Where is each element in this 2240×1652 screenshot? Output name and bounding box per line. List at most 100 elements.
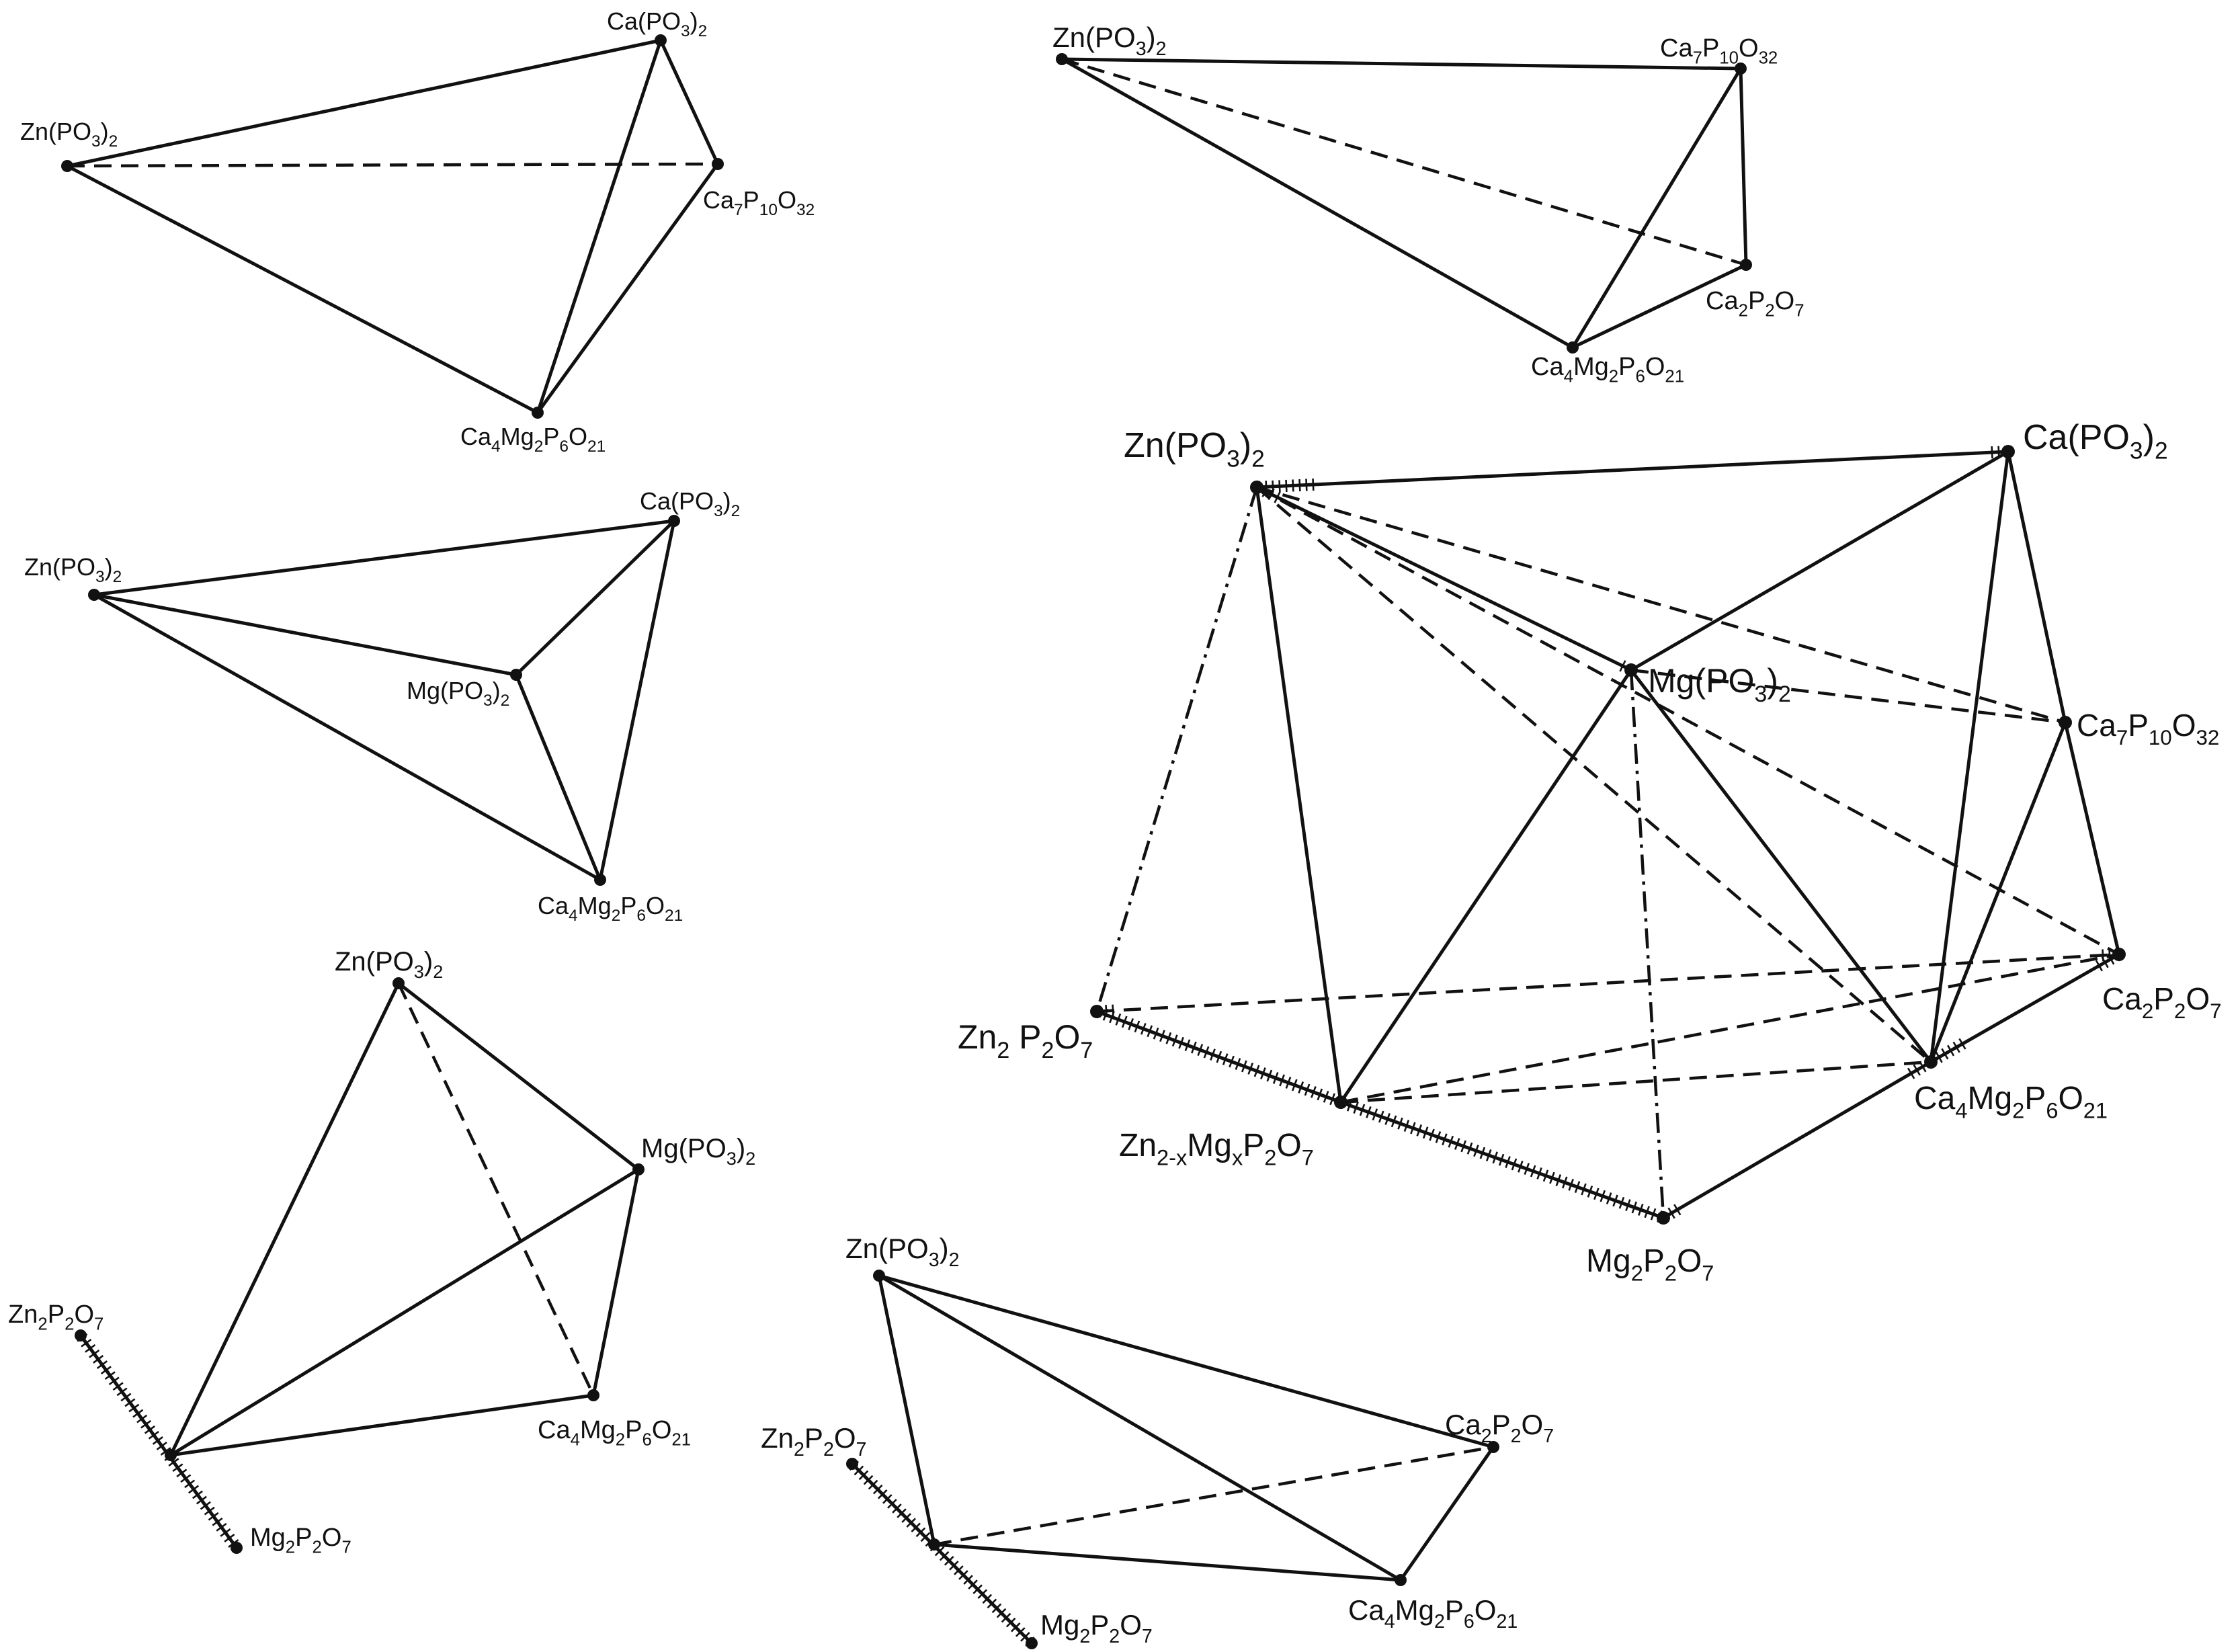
edge-full-phase-diagram-zm-ca4 [1340,1060,1932,1104]
label-full-phase-diagram-zn2: Zn2 P2O7 [958,1018,1093,1063]
hatch-tick-full-ss-1 [1549,1171,1555,1184]
hatch-tick-tetra-zn-ca2-ca4mg2-solidsolution-6 [977,1589,988,1600]
node-tetra-zn-ca-mg-ca4mg2-c [510,669,522,681]
node-tetra-zn-mg-ca4mg2-solidsolution-c [587,1389,599,1401]
node-tetra-zn-ca7-ca2-ca4mg2-b [1735,63,1747,75]
hatch-tick-full-ss-0 [1317,1088,1323,1101]
hatch-tick-full-ss-0 [1178,1036,1184,1049]
edge-full-phase-diagram-ca4-mg2 [1661,1060,1933,1220]
hatch-tick-tetra-zn-mg-ca4mg2-solidsolution-6 [136,1414,148,1423]
node-full-phase-diagram-ca7 [2059,716,2072,729]
hatch-tick-full-ss-1 [1511,1158,1518,1171]
hatch-tick-full-ss-0 [1165,1032,1172,1044]
hatch-tick-tetra-zn-mg-ca4mg2-solidsolution-6 [168,1458,179,1467]
hatch-tick-full-stub-3 [1274,491,1281,503]
hatch-tick-full-ss-0 [1229,1055,1235,1068]
hatch-tick-full-ss-1 [1442,1133,1448,1146]
label-tetra-zn-mg-ca4mg2-solidsolution-c: Ca4Mg2P6O21 [538,1416,691,1450]
hatch-tick-tetra-zn-mg-ca4mg2-solidsolution-6 [204,1506,215,1516]
hatch-tick-full-ss-0 [1241,1060,1247,1073]
hatch-tick-tetra-zn-ca2-ca4mg2-solidsolution-6 [915,1527,926,1538]
hatch-tick-full-ss-1 [1498,1153,1505,1166]
hatch-tick-full-stub-8 [2095,960,2104,972]
edge-tetra-zn-mg-ca4mg2-solidsolution-b-s [169,1167,640,1457]
hatch-tick-tetra-zn-mg-ca4mg2-solidsolution-6 [104,1371,116,1380]
edge-full-phase-diagram-ca7-ca4 [1929,720,2067,1064]
edge-tetra-zn-ca2-ca4mg2-solidsolution-a-c [877,1274,1403,1582]
hatch-tick-full-ss-0 [1184,1039,1191,1052]
node-full-phase-diagram-zn2 [1090,1005,1104,1018]
label-tetra-zn-ca2-ca4mg2-solidsolution-m: Mg2P2O7 [1040,1609,1153,1647]
hatch-tick-full-ss-0 [1311,1086,1317,1098]
label-full-phase-diagram-mg2: Mg2P2O7 [1586,1243,1714,1285]
node-tetra-zn-ca2-ca4mg2-solidsolution-a [873,1270,885,1282]
hatch-tick-full-ss-1 [1429,1128,1435,1141]
edge-tetra-zn-ca2-ca4mg2-solidsolution-c-s [932,1542,1403,1582]
hatch-tick-full-ss-0 [1197,1044,1204,1057]
hatch-tick-full-ss-0 [1329,1093,1335,1106]
node-tetra-zn-mg-ca4mg2-solidsolution-z [75,1329,87,1341]
hatch-tick-full-ss-0 [1140,1022,1147,1035]
label-full-phase-diagram-ca: Ca(PO3)2 [2023,418,2168,464]
node-full-phase-diagram-ca2 [2112,948,2126,961]
node-tetra-zn-ca7-ca2-ca4mg2-c [1740,259,1752,271]
hatch-tick-tetra-zn-ca2-ca4mg2-solidsolution-6 [996,1608,1007,1618]
hatch-tick-full-stub-8 [2101,956,2109,968]
edge-tetra-zn-ca7-ca2-ca4mg2-b-c [1739,67,1748,267]
hatch-tick-tetra-zn-ca2-ca4mg2-solidsolution-6 [944,1555,954,1566]
node-tetra-zn-ca2-ca4mg2-solidsolution-z [846,1458,858,1470]
hatch-tick-full-ss-0 [1128,1018,1134,1030]
edge-tetra-ca-zn-ca7-ca4mg2-b-c [659,38,720,166]
label-tetra-zn-ca7-ca2-ca4mg2-d: Ca4Mg2P6O21 [1531,353,1684,386]
hatch-tick-tetra-zn-ca2-ca4mg2-solidsolution-6 [1010,1622,1021,1633]
edge-tetra-ca-zn-ca7-ca4mg2-b-d [536,38,663,415]
label-full-phase-diagram-mg: Mg(PO3)2 [1648,662,1791,707]
node-tetra-ca-zn-ca7-ca4mg2-d [532,407,544,419]
hatch-tick-tetra-zn-mg-ca4mg2-solidsolution-6 [116,1387,128,1397]
hatch-tick-full-ss-1 [1403,1120,1410,1132]
label-full-phase-diagram-ca4: Ca4Mg2P6O21 [1914,1081,2108,1122]
hatch-tick-full-ss-1 [1435,1131,1442,1143]
hatch-tick-tetra-zn-mg-ca4mg2-solidsolution-6 [184,1479,196,1489]
hatch-tick-full-ss-1 [1353,1102,1359,1114]
node-tetra-zn-mg-ca4mg2-solidsolution-m [231,1542,243,1554]
hatch-tick-full-ss-1 [1524,1163,1530,1175]
hatch-tick-tetra-zn-ca2-ca4mg2-solidsolution-6 [963,1575,973,1585]
hatch-tick-full-ss-1 [1422,1126,1429,1139]
label-tetra-zn-ca2-ca4mg2-solidsolution-c: Ca4Mg2P6O21 [1348,1594,1518,1633]
hatch-tick-full-ss-0 [1304,1083,1311,1096]
hatch-tick-tetra-zn-mg-ca4mg2-solidsolution-6 [112,1382,124,1391]
edge-tetra-ca-zn-ca7-ca4mg2-a-d [65,164,540,415]
edge-tetra-zn-mg-ca4mg2-solidsolution-a-b [397,981,640,1171]
node-tetra-zn-ca-mg-ca4mg2-a [88,589,100,601]
edge-tetra-zn-ca7-ca2-ca4mg2-a-d [1060,57,1575,349]
edge-tetra-zn-ca-mg-ca4mg2-a-c [92,593,518,677]
hatch-tick-tetra-zn-ca2-ca4mg2-solidsolution-6 [1015,1627,1026,1637]
edge-full-phase-diagram-zn-ca7 [1256,485,2066,725]
hatch-tick-full-ss-1 [1606,1192,1612,1204]
edge-tetra-zn-ca2-ca4mg2-solidsolution-a-s [877,1274,936,1546]
hatch-tick-tetra-zn-ca2-ca4mg2-solidsolution-6 [972,1584,983,1594]
hatch-tick-full-ss-0 [1247,1063,1254,1075]
hatch-tick-full-stub-5 [1105,1005,1108,1018]
hatch-tick-full-ss-1 [1650,1208,1657,1221]
hatch-tick-tetra-zn-mg-ca4mg2-solidsolution-6 [128,1403,140,1413]
node-tetra-zn-mg-ca4mg2-solidsolution-a [392,977,405,989]
edge-tetra-zn-ca-mg-ca4mg2-c-d [514,673,602,882]
hatch-tick-full-stub-6 [1667,1207,1675,1219]
hatch-tick-full-ss-1 [1391,1115,1397,1128]
node-tetra-zn-ca7-ca2-ca4mg2-d [1567,341,1579,354]
hatch-tick-tetra-zn-mg-ca4mg2-solidsolution-6 [100,1366,112,1374]
hatch-tick-tetra-zn-mg-ca4mg2-solidsolution-6 [172,1463,183,1473]
hatch-tick-tetra-zn-ca2-ca4mg2-solidsolution-6 [982,1594,993,1604]
node-tetra-zn-ca-mg-ca4mg2-b [668,515,680,527]
hatch-tick-full-stub-0 [1285,479,1288,492]
hatch-tick-full-ss-0 [1266,1069,1273,1082]
node-tetra-zn-mg-ca4mg2-solidsolution-s [165,1449,177,1461]
label-tetra-zn-mg-ca4mg2-solidsolution-m: Mg2P2O7 [250,1524,351,1557]
hatch-tick-full-stub-1 [1991,446,1993,459]
hatch-tick-full-ss-0 [1222,1053,1229,1065]
hatch-tick-full-stub-9 [1935,1051,1943,1063]
hatch-tick-full-ss-1 [1581,1183,1587,1196]
edge-full-phase-diagram-zm-ca2 [1340,952,2120,1104]
